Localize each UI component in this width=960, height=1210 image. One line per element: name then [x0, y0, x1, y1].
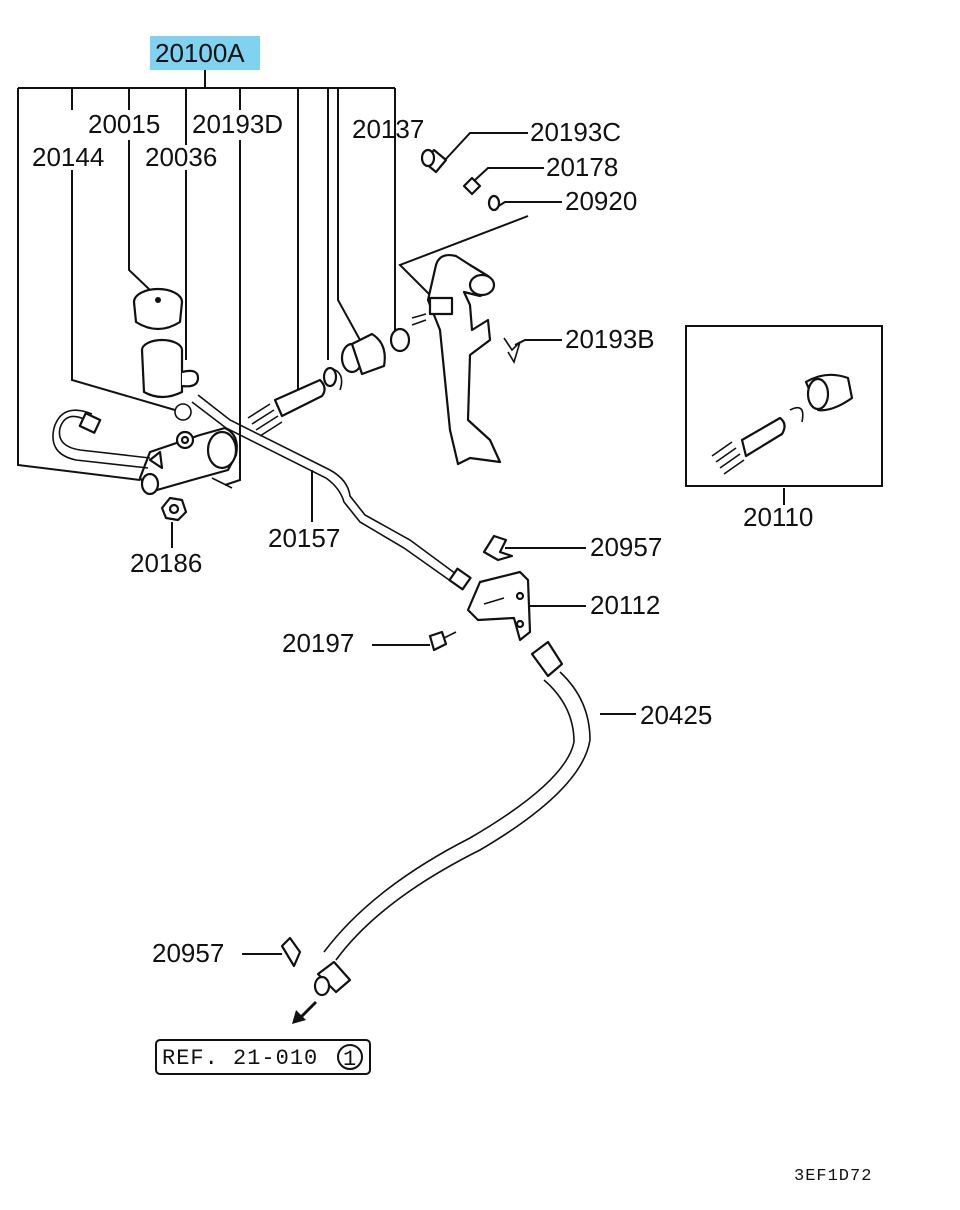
assembly-label[interactable]: 20100A	[155, 38, 245, 68]
label-20193B[interactable]: 20193B	[565, 324, 655, 354]
bracket-20112	[466, 570, 532, 642]
clip-20193B	[503, 337, 521, 364]
reservoir-20036	[140, 338, 200, 421]
washer-20178	[462, 176, 482, 196]
label-20015[interactable]: 20015	[88, 109, 160, 139]
label-20920[interactable]: 20920	[565, 186, 637, 216]
label-20957-top[interactable]: 20957	[590, 532, 662, 562]
label-20110[interactable]: 20110	[743, 502, 813, 532]
label-20957-bottom[interactable]: 20957	[152, 938, 224, 968]
hose-20425	[313, 640, 591, 997]
reference-circled-number: 1	[343, 1047, 357, 1072]
clip-20957-bottom	[280, 936, 302, 968]
label-20197[interactable]: 20197	[282, 628, 354, 658]
master-cylinder-body	[138, 426, 238, 496]
label-20193C[interactable]: 20193C	[530, 117, 621, 147]
label-20036[interactable]: 20036	[145, 142, 217, 172]
pipe-20157	[191, 394, 472, 591]
reservoir-cap-20015	[132, 287, 184, 331]
reference-box[interactable]: REF. 21-010 1	[155, 1039, 371, 1075]
label-20193D[interactable]: 20193D	[192, 109, 283, 139]
assembly-label-highlight	[150, 36, 260, 70]
boot-20137	[340, 327, 411, 376]
bolt-20197	[428, 630, 457, 652]
reference-circle	[337, 1044, 363, 1070]
label-20157[interactable]: 20157	[268, 523, 340, 553]
label-20186[interactable]: 20186	[130, 548, 202, 578]
nut-20186	[160, 477, 233, 522]
reference-text: REF. 21-010	[162, 1046, 318, 1071]
piston-spring	[247, 366, 343, 437]
label-20137[interactable]: 20137	[352, 114, 424, 144]
pin-20193C	[420, 148, 448, 174]
direction-arrow-icon	[292, 1000, 318, 1024]
assembly-bracket: 20100A	[17, 36, 396, 486]
diagram-code: 3EF1D72	[794, 1167, 872, 1186]
clip-20957-top	[482, 534, 514, 562]
label-20425[interactable]: 20425	[640, 700, 712, 730]
bushing-20920	[487, 194, 501, 212]
pipe-20144	[52, 409, 151, 469]
label-20144[interactable]: 20144	[32, 142, 104, 172]
label-20112[interactable]: 20112	[590, 590, 660, 620]
repair-kit-20110-box	[685, 325, 883, 487]
label-20178[interactable]: 20178	[546, 152, 618, 182]
clutch-pedal	[411, 253, 502, 466]
